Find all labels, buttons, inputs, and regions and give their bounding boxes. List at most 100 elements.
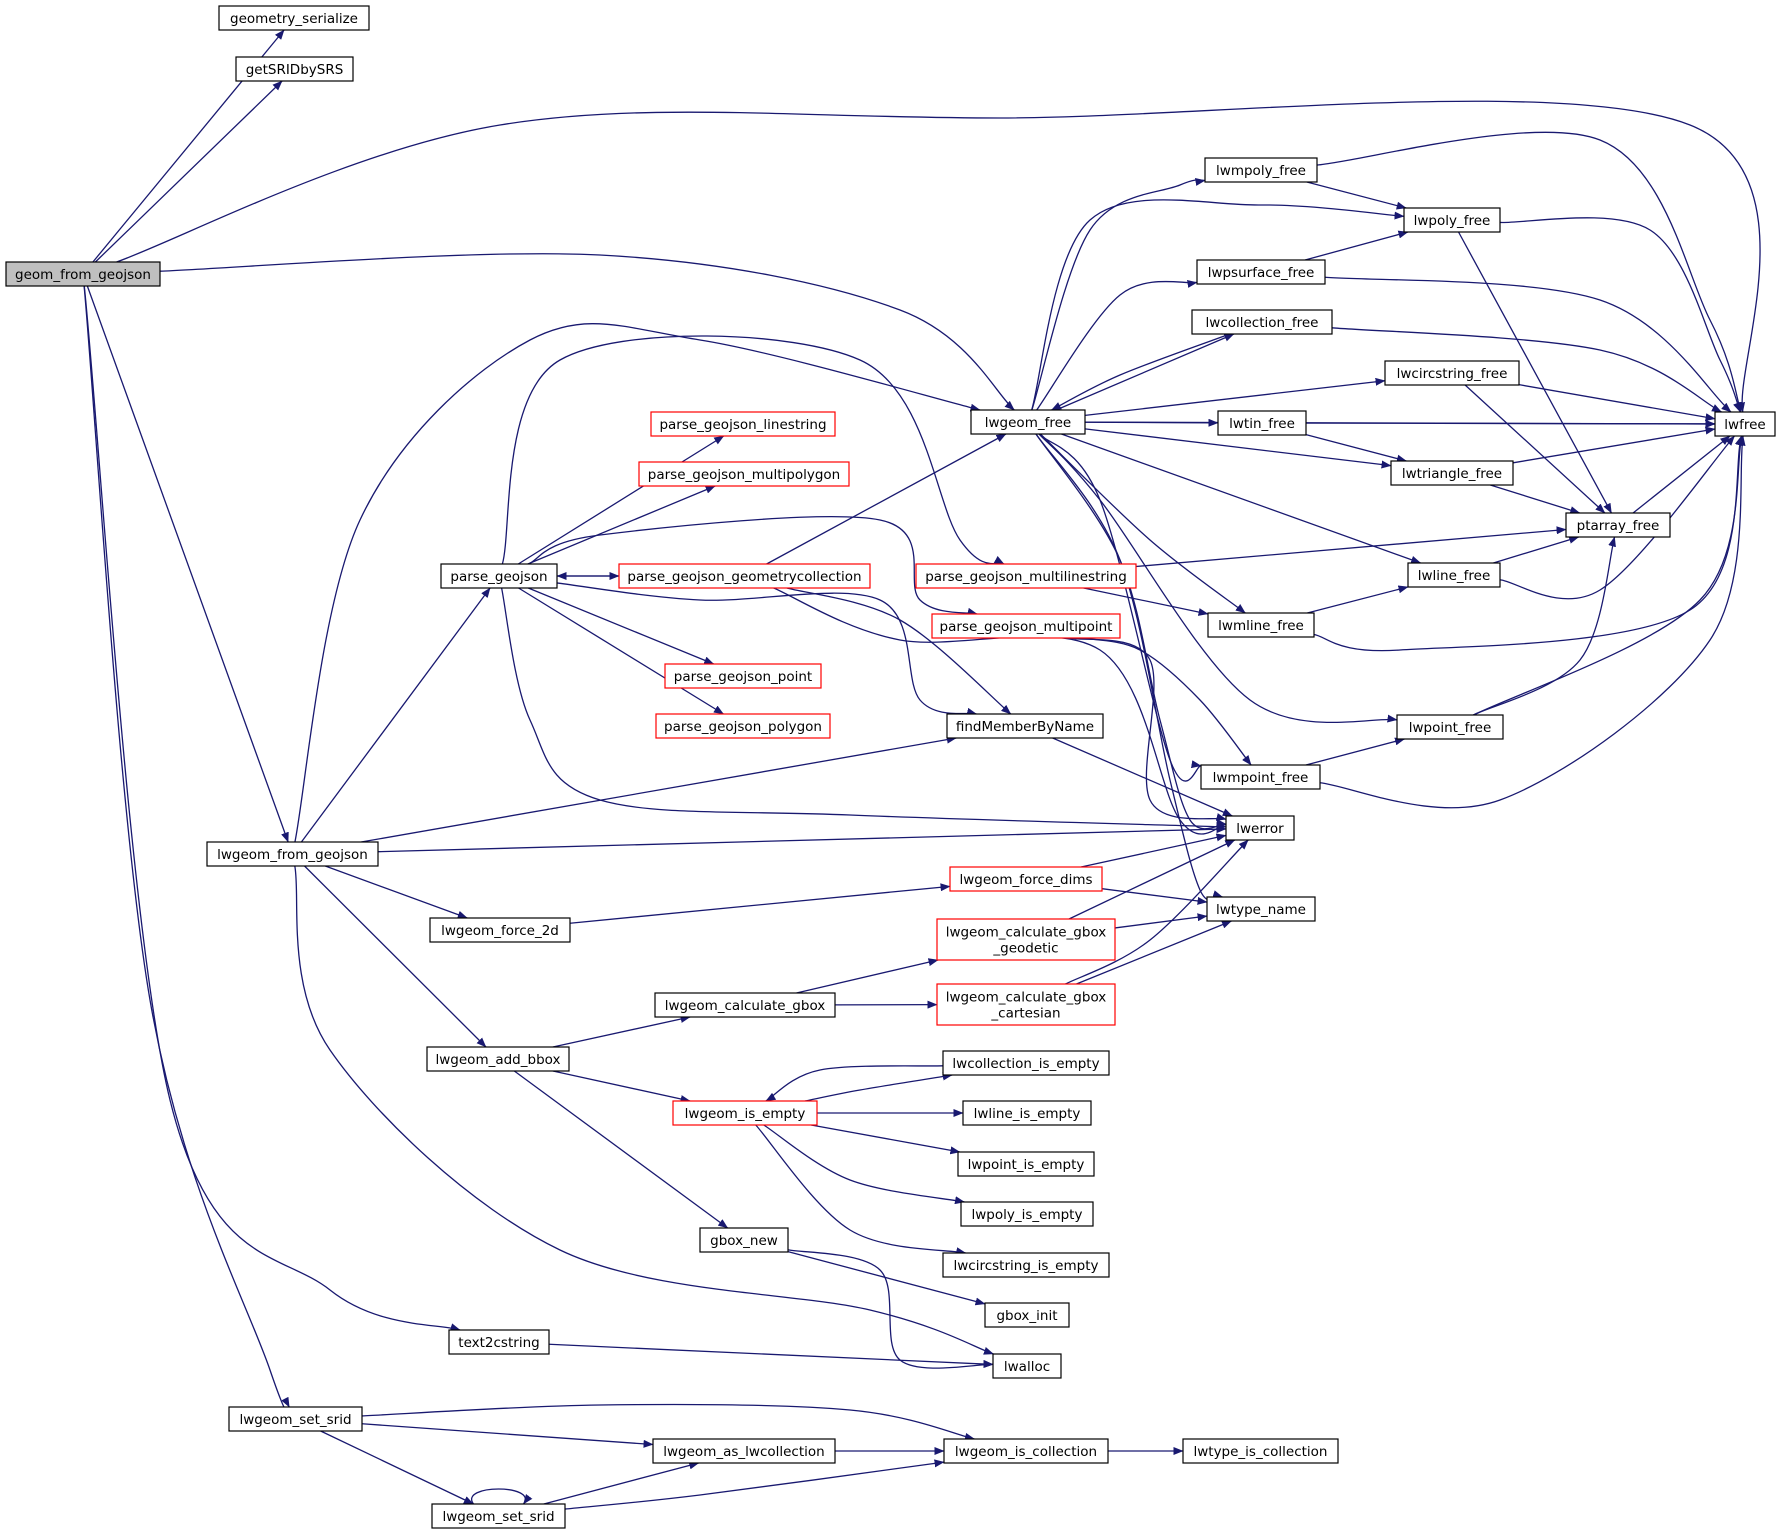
- node-lwgeom_from_geojson[interactable]: lwgeom_from_geojson: [206, 841, 379, 867]
- node-lwgeom_set_srid_1[interactable]: lwgeom_set_srid: [228, 1406, 363, 1432]
- edge-lwgeom_set_srid_2-to-lwgeom_set_srid_2: [470, 1488, 533, 1505]
- node-lwgeom_set_srid_2[interactable]: lwgeom_set_srid: [431, 1503, 566, 1529]
- node-box: [984, 1302, 1070, 1328]
- edge-lwgeom_force_2d-to-lwgeom_force_dims: [569, 883, 951, 924]
- node-lwalloc[interactable]: lwalloc: [992, 1353, 1062, 1379]
- edge-lwgeom_free-to-lwtriangle_free: [1084, 428, 1392, 469]
- node-lwcollection_free[interactable]: lwcollection_free: [1191, 309, 1333, 335]
- node-lwfree[interactable]: lwfree: [1714, 411, 1776, 437]
- edge-lwtin_free-to-lwfree: [1305, 419, 1716, 428]
- edge-lwgeom_add_bbox-to-gbox_new: [513, 1070, 729, 1229]
- node-box: [992, 1353, 1062, 1379]
- node-label: parse_geojson_geometrycollection: [627, 569, 861, 585]
- node-label: lwgeom_calculate_gbox: [946, 990, 1107, 1006]
- node-lwline_is_empty[interactable]: lwline_is_empty: [962, 1100, 1092, 1126]
- edge-lwgeom_free-to-lwpoly_free: [1031, 199, 1405, 411]
- node-lwgeom_calculate_gbox_geodetic[interactable]: lwgeom_calculate_gbox_geodetic: [936, 918, 1116, 961]
- node-box: [1206, 896, 1316, 922]
- node-findMemberByName[interactable]: findMemberByName: [946, 713, 1104, 739]
- node-box: [426, 1046, 570, 1072]
- node-lwcircstring_is_empty[interactable]: lwcircstring_is_empty: [942, 1252, 1110, 1278]
- edge-lwcollection_is_empty-to-lwgeom_is_empty: [765, 1065, 944, 1102]
- edge-lwgeom_force_dims-to-lwerror: [1080, 833, 1227, 868]
- edge-lwmpoint_free-to-lwpoint_free: [1305, 737, 1406, 766]
- node-ptarray_free[interactable]: ptarray_free: [1565, 512, 1671, 538]
- node-lwcircstring_free[interactable]: lwcircstring_free: [1384, 360, 1520, 386]
- node-lwerror[interactable]: lwerror: [1225, 815, 1295, 841]
- node-label: lwgeom_set_srid: [442, 1509, 554, 1525]
- node-lwgeom_calculate_gbox_cartesian[interactable]: lwgeom_calculate_gbox_cartesian: [936, 983, 1116, 1026]
- node-label: lwgeom_free: [985, 415, 1071, 431]
- node-lwmpoly_free[interactable]: lwmpoly_free: [1204, 157, 1318, 183]
- edge-lwpsurface_free-to-lwfree: [1324, 276, 1732, 413]
- node-parse_geojson_polygon[interactable]: parse_geojson_polygon: [655, 713, 831, 739]
- node-lwgeom_is_collection[interactable]: lwgeom_is_collection: [943, 1438, 1109, 1464]
- node-lwpoint_is_empty[interactable]: lwpoint_is_empty: [957, 1151, 1095, 1177]
- edge-parse_geojson_multilinestring-to-lwmline_free: [1083, 587, 1209, 616]
- edge-lwline_free-to-ptarray_free: [1493, 535, 1580, 564]
- node-lwgeom_is_empty[interactable]: lwgeom_is_empty: [672, 1100, 818, 1126]
- node-lwline_free[interactable]: lwline_free: [1407, 562, 1501, 588]
- node-parse_geojson_multilinestring[interactable]: parse_geojson_multilinestring: [915, 563, 1137, 589]
- node-lwpsurface_free[interactable]: lwpsurface_free: [1196, 259, 1326, 285]
- node-parse_geojson_multipolygon[interactable]: parse_geojson_multipolygon: [638, 461, 850, 487]
- node-box: [206, 841, 379, 867]
- node-getSRIDbySRS[interactable]: getSRIDbySRS: [235, 56, 354, 82]
- node-lwpoint_free[interactable]: lwpoint_free: [1396, 714, 1504, 740]
- node-label: geom_from_geojson: [15, 267, 151, 283]
- edge-lwmpoly_free-to-lwpoly_free: [1306, 181, 1407, 210]
- node-parse_geojson_multipoint[interactable]: parse_geojson_multipoint: [931, 613, 1121, 639]
- edge-lwgeom_free-to-lwmpoint_free: [1038, 433, 1202, 782]
- node-lwtype_is_collection[interactable]: lwtype_is_collection: [1182, 1438, 1339, 1464]
- node-lwgeom_add_bbox[interactable]: lwgeom_add_bbox: [426, 1046, 570, 1072]
- node-parse_geojson_linestring[interactable]: parse_geojson_linestring: [650, 411, 836, 437]
- node-lwgeom_force_2d[interactable]: lwgeom_force_2d: [429, 917, 571, 943]
- edge-lwpoly_free-to-ptarray_free: [1457, 231, 1613, 514]
- node-box: [1200, 764, 1321, 790]
- node-parse_geojson_point[interactable]: parse_geojson_point: [664, 663, 822, 689]
- node-lwgeom_calculate_gbox[interactable]: lwgeom_calculate_gbox: [654, 992, 836, 1018]
- node-lwtriangle_free[interactable]: lwtriangle_free: [1390, 460, 1514, 486]
- edge-lwcollection_free-to-lwfree: [1331, 327, 1722, 413]
- node-label: lwtype_name: [1216, 902, 1306, 918]
- node-lwtin_free[interactable]: lwtin_free: [1217, 410, 1307, 436]
- node-gbox_new[interactable]: gbox_new: [699, 1227, 789, 1253]
- node-text2cstring[interactable]: text2cstring: [448, 1329, 550, 1355]
- node-label: lwpsurface_free: [1208, 265, 1315, 281]
- node-box: [699, 1227, 789, 1253]
- node-lwgeom_as_lwcollection[interactable]: lwgeom_as_lwcollection: [652, 1438, 836, 1464]
- node-geometry_serialize[interactable]: geometry_serialize: [218, 5, 370, 31]
- node-parse_geojson[interactable]: parse_geojson: [440, 563, 558, 589]
- node-lwgeom_free[interactable]: lwgeom_free: [970, 409, 1086, 435]
- node-label: lwfree: [1724, 417, 1765, 433]
- node-geom_from_geojson[interactable]: geom_from_geojson: [5, 261, 161, 287]
- node-label: ptarray_free: [1577, 518, 1660, 534]
- node-lwtype_name[interactable]: lwtype_name: [1206, 896, 1316, 922]
- node-box: [1565, 512, 1671, 538]
- node-box: [5, 261, 161, 287]
- edge-lwmline_free-to-lwline_free: [1307, 585, 1409, 614]
- edge-parse_geojson-to-findMemberByName: [556, 582, 977, 716]
- node-label: lwpoint_is_empty: [968, 1157, 1085, 1173]
- node-box: [429, 917, 571, 943]
- edge-lwgeom_from_geojson-to-lwgeom_add_bbox: [304, 865, 487, 1048]
- edge-findMemberByName-to-lwerror: [1052, 737, 1233, 817]
- node-box: [931, 613, 1121, 639]
- node-box: [1390, 460, 1514, 486]
- node-gbox_init[interactable]: gbox_init: [984, 1302, 1070, 1328]
- edge-lwline_free-to-lwfree: [1499, 435, 1735, 600]
- node-label: lwcircstring_free: [1397, 366, 1508, 382]
- edge-text2cstring-to-lwalloc: [548, 1343, 994, 1369]
- node-label: parse_geojson_multipolygon: [648, 467, 840, 483]
- node-lwpoly_is_empty[interactable]: lwpoly_is_empty: [960, 1201, 1094, 1227]
- node-lwcollection_is_empty[interactable]: lwcollection_is_empty: [942, 1050, 1110, 1076]
- node-lwmpoint_free[interactable]: lwmpoint_free: [1200, 764, 1321, 790]
- node-box: [970, 409, 1086, 435]
- node-lwpoly_free[interactable]: lwpoly_free: [1403, 207, 1501, 233]
- node-lwmline_free[interactable]: lwmline_free: [1207, 612, 1315, 638]
- node-parse_geojson_geometrycollection[interactable]: parse_geojson_geometrycollection: [618, 563, 871, 589]
- edge-ptarray_free-to-lwfree: [1632, 435, 1731, 514]
- node-lwgeom_force_dims[interactable]: lwgeom_force_dims: [949, 866, 1103, 892]
- edge-geom_from_geojson-to-lwfree: [116, 100, 1761, 413]
